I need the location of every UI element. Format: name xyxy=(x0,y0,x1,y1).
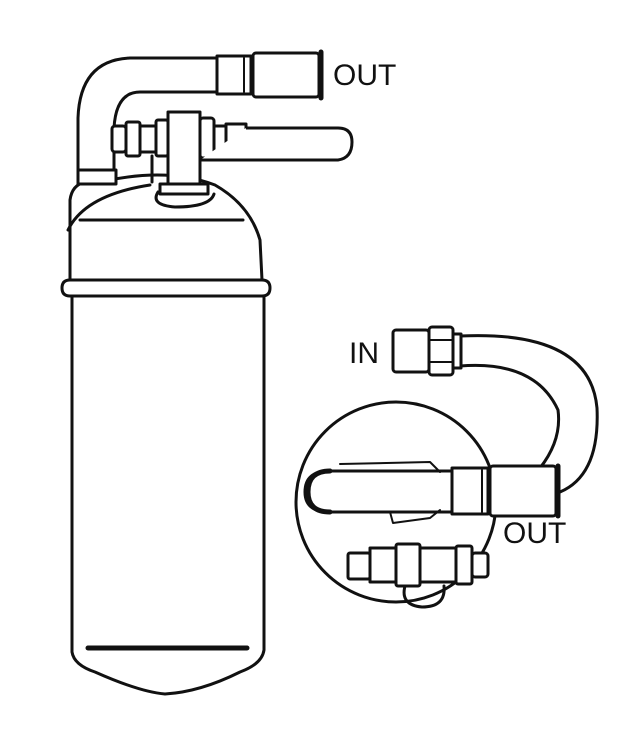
inlet-line-inset xyxy=(391,325,599,494)
inlet-fitting-top xyxy=(110,110,354,196)
outlet-hose-top xyxy=(76,49,324,172)
label-in-inset: IN xyxy=(349,337,379,370)
label-out-top: OUT xyxy=(333,59,397,92)
outlet-line-inset xyxy=(303,461,561,524)
pressure-switch-fitting-inset xyxy=(346,542,490,609)
label-out-inset: OUT xyxy=(503,517,567,550)
receiver-drier-canister xyxy=(60,168,272,696)
